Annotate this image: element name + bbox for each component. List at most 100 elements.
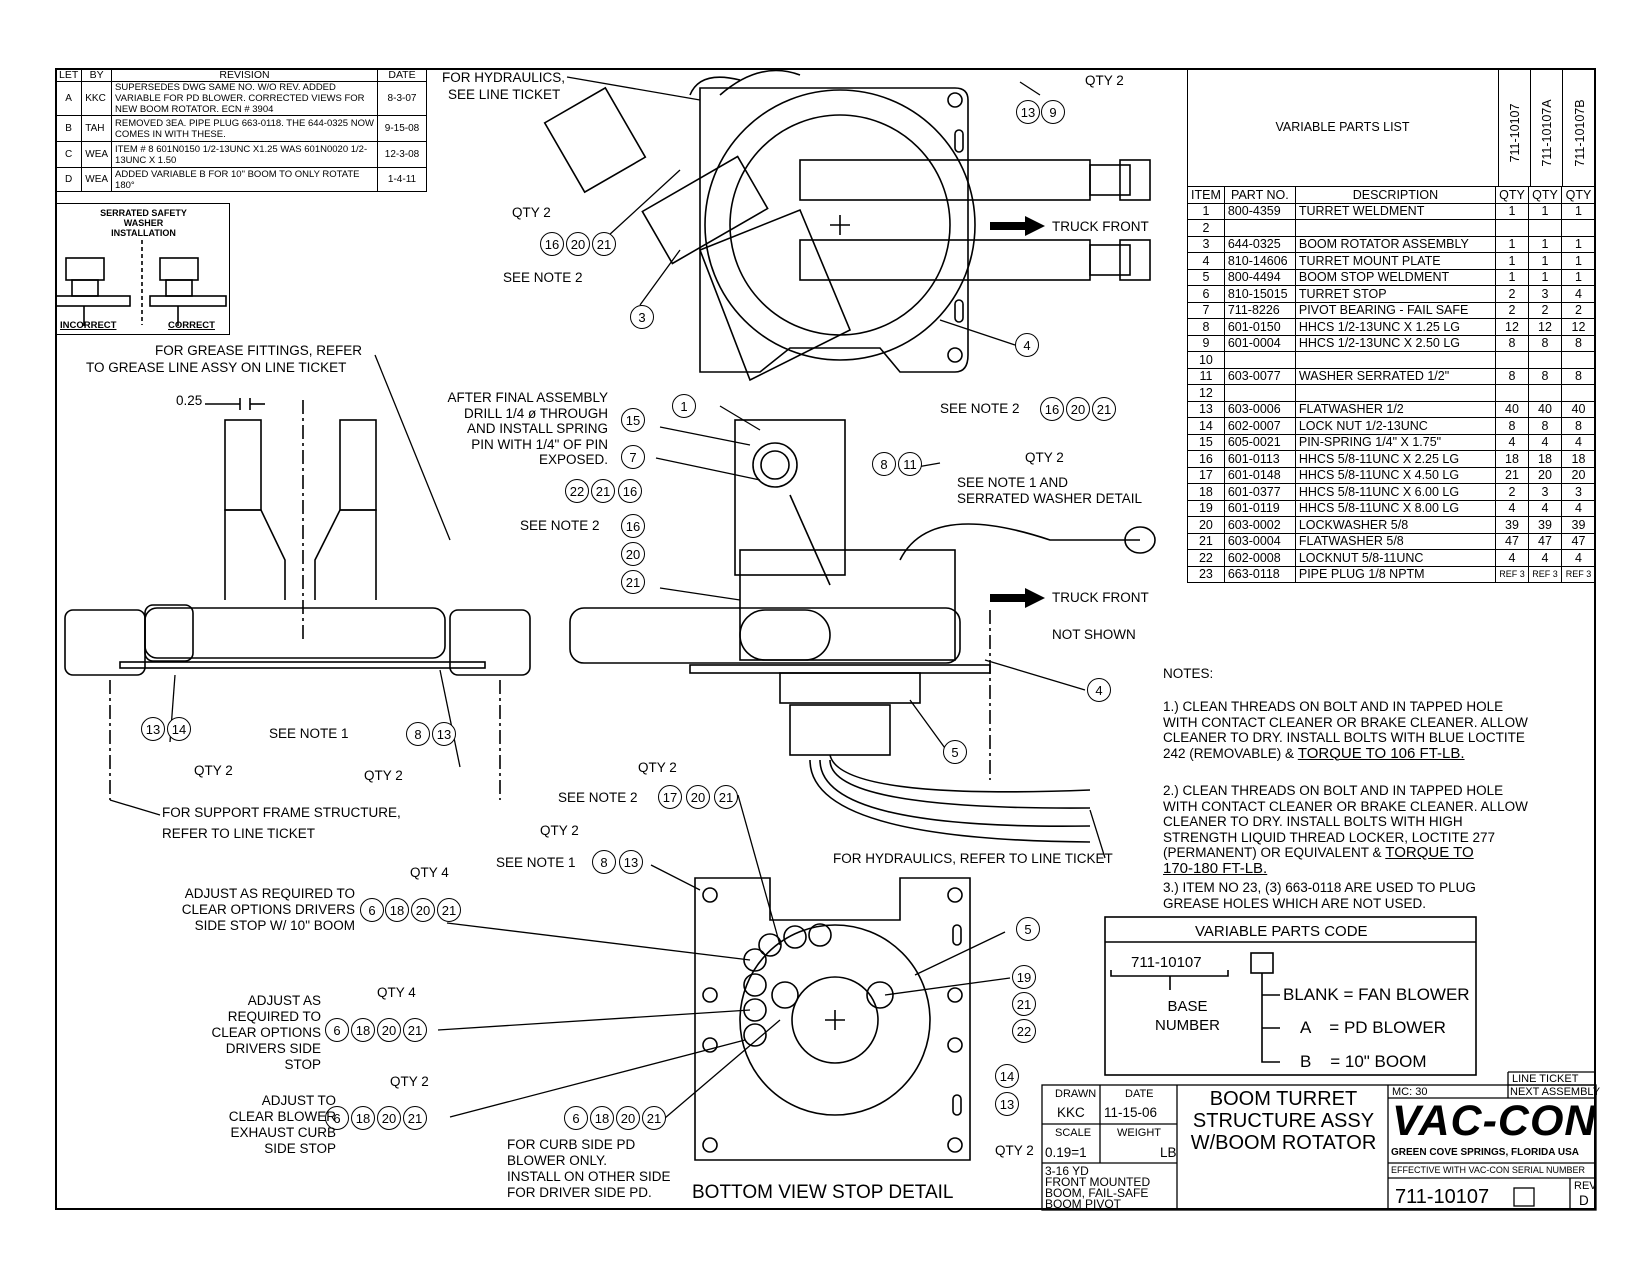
callout-after-final: AFTER FINAL ASSEMBLY DRILL 1/4 ø THROUGH… <box>447 390 608 467</box>
callout-see-note-2: SEE NOTE 2 <box>503 270 583 285</box>
variable-parts-code-box <box>1104 916 1477 1076</box>
balloon-21: 21 <box>1092 397 1116 421</box>
balloon-20: 20 <box>686 785 710 809</box>
callout-hydraulics-top-2: SEE LINE TICKET <box>448 87 561 102</box>
balloon-22: 22 <box>1012 1019 1036 1043</box>
balloon-7: 7 <box>621 445 645 469</box>
balloon-21: 21 <box>591 479 615 503</box>
title-drawn: KKC <box>1057 1105 1085 1120</box>
callout-truck-front: TRUCK FRONT <box>1052 219 1149 234</box>
balloon-16: 16 <box>618 479 642 503</box>
callout-qty4: QTY 4 <box>410 865 449 880</box>
balloon-19: 19 <box>1012 965 1036 989</box>
balloon-16: 16 <box>621 514 645 538</box>
washer-figures <box>55 240 227 326</box>
front-elevation-middle <box>569 419 1156 843</box>
balloon-13: 13 <box>619 850 643 874</box>
front-elevation-left <box>64 398 531 800</box>
callout-grease-1: FOR GREASE FITTINGS, REFER <box>155 343 363 358</box>
balloon-21: 21 <box>403 1018 427 1042</box>
balloon-21: 21 <box>642 1106 666 1130</box>
washer-detail-title: SERRATED SAFETY WASHER INSTALLATION <box>100 208 187 238</box>
bottom-view <box>694 877 971 1161</box>
balloon-8: 8 <box>592 850 616 874</box>
balloon-21: 21 <box>592 232 616 256</box>
balloon-21: 21 <box>621 570 645 594</box>
title-date-label: DATE <box>1125 1088 1154 1100</box>
washer-detail: SERRATED SAFETY WASHER INSTALLATION INCO… <box>55 203 230 335</box>
callout-see-note-2: SEE NOTE 2 <box>520 518 600 533</box>
callout-see-note1-serrated-1: SEE NOTE 1 AND <box>957 475 1069 490</box>
rev-row: C WEA ITEM # 8 601N0150 1/2-13UNC X1.25 … <box>54 141 427 168</box>
balloon-13: 13 <box>1016 100 1040 124</box>
callout-support-frame-1: FOR SUPPORT FRAME STRUCTURE, <box>162 805 401 820</box>
callout-grease-2: TO GREASE LINE ASSY ON LINE TICKET <box>86 360 347 375</box>
callout-qty2: QTY 2 <box>995 1143 1034 1158</box>
balloon-13: 13 <box>141 717 165 741</box>
callout-qty2: QTY 2 <box>390 1074 429 1089</box>
callout-support-frame-2: REFER TO LINE TICKET <box>162 826 316 841</box>
balloon-22: 22 <box>565 479 589 503</box>
balloon-6: 6 <box>564 1106 588 1130</box>
balloon-8: 8 <box>872 452 896 476</box>
balloon-8: 8 <box>406 722 430 746</box>
balloon-6: 6 <box>325 1018 349 1042</box>
balloon-5: 5 <box>1016 917 1040 941</box>
variable-option-b: B = 10" BOOM <box>1300 1052 1427 1071</box>
balloon-16: 16 <box>540 232 564 256</box>
callout-adjust-drivers-10: ADJUST AS REQUIRED TO CLEAR OPTIONS DRIV… <box>181 886 355 933</box>
callout-see-note-1: SEE NOTE 1 <box>269 726 349 741</box>
balloon-21: 21 <box>437 898 461 922</box>
title-scale: 0.19=1 <box>1045 1145 1087 1160</box>
revision-table: LET BY REVISION DATE A KKC SUPERSEDES DW… <box>54 68 427 192</box>
callout-qty2: QTY 2 <box>1025 450 1064 465</box>
balloon-21: 21 <box>714 785 738 809</box>
title-weight-label: WEIGHT <box>1117 1127 1161 1139</box>
callout-see-note-1: SEE NOTE 1 <box>496 855 576 870</box>
balloon-20: 20 <box>616 1106 640 1130</box>
variant-column: 711-10107A <box>1531 68 1563 186</box>
callout-not-shown: NOT SHOWN <box>1052 627 1136 642</box>
title-rev: D <box>1579 1193 1589 1208</box>
washer-correct-label: CORRECT <box>168 320 215 331</box>
balloon-16: 16 <box>1040 397 1064 421</box>
title-location: GREEN COVE SPRINGS, FLORIDA USA <box>1391 1147 1579 1158</box>
balloon-6: 6 <box>325 1106 349 1130</box>
drawing-border <box>55 68 1596 1210</box>
title-next-assembly: NEXT ASSEMBLY <box>1510 1086 1601 1098</box>
callout-qty2: QTY 2 <box>540 823 579 838</box>
callout-qty2: QTY 2 <box>364 768 403 783</box>
balloon-18: 18 <box>351 1018 375 1042</box>
note-3: 3.) ITEM NO 23, (3) 663-0118 ARE USED TO… <box>1163 880 1476 911</box>
callout-qty2: QTY 2 <box>1085 73 1124 88</box>
note-2: 2.) CLEAN THREADS ON BOLT AND IN TAPPED … <box>1163 783 1528 877</box>
callout-truck-front: TRUCK FRONT <box>1052 590 1149 605</box>
title-mc: MC: 30 <box>1392 1086 1428 1098</box>
title-scale-label: SCALE <box>1055 1127 1092 1139</box>
callout-curb-side: FOR CURB SIDE PD BLOWER ONLY. INSTALL ON… <box>507 1137 671 1200</box>
drawing-number: 711-10107 <box>1395 1186 1490 1208</box>
callout-qty2: QTY 2 <box>512 205 551 220</box>
top-view-plate <box>543 69 1151 382</box>
title-date: 11-15-06 <box>1104 1105 1158 1120</box>
callout-see-note1-serrated-2: SERRATED WASHER DETAIL <box>957 491 1143 506</box>
balloon-13: 13 <box>432 722 456 746</box>
washer-incorrect-label: INCORRECT <box>60 320 117 331</box>
variant-column: 711-10107 <box>1499 68 1531 186</box>
vac-con-logo: VAC-CON <box>1392 1097 1597 1145</box>
title-rev-label: REV <box>1574 1180 1597 1192</box>
parts-list-title: VARIABLE PARTS LIST <box>1187 68 1499 186</box>
